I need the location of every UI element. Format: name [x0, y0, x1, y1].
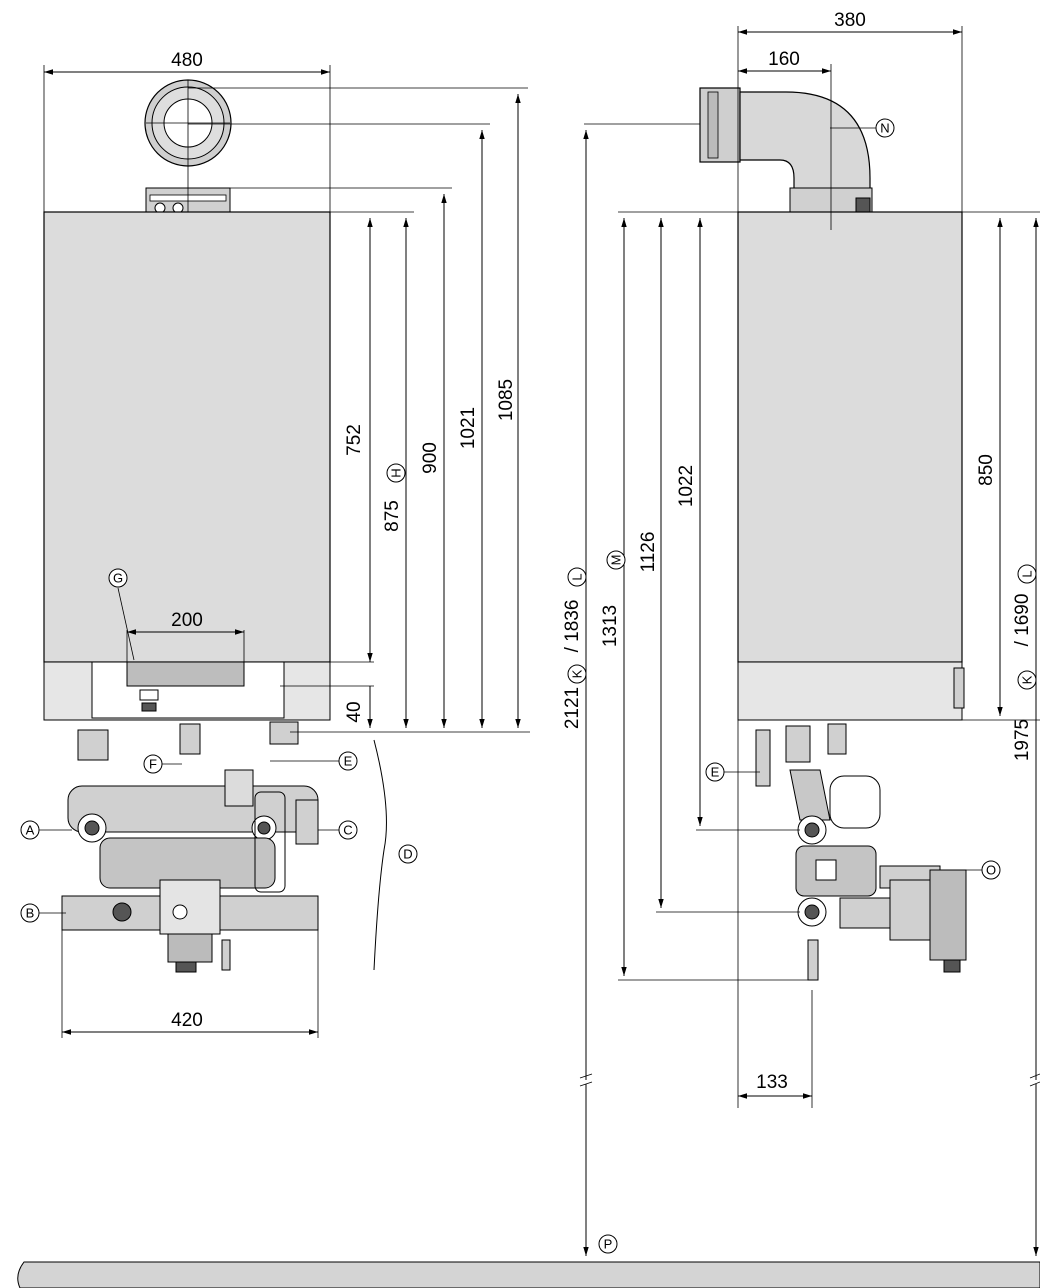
dim-1126: 1126 [638, 532, 659, 573]
flue-outlet-front [144, 79, 232, 214]
callout-g: G [108, 568, 135, 661]
boiler-casing-side [737, 211, 963, 663]
svg-text:G: G [113, 571, 123, 586]
svg-text:K: K [570, 669, 585, 678]
svg-text:N: N [880, 121, 889, 136]
dim-2121: 2121 [562, 687, 583, 729]
dim-1313: 1313 [600, 605, 621, 647]
dim-1022: 1022 [676, 465, 697, 507]
callout-h: H [386, 463, 406, 483]
dim-1975: 1975 [1012, 719, 1033, 761]
hydraulic-group-side [755, 723, 967, 981]
svg-text:O: O [986, 863, 996, 878]
callout-l-right: L [1017, 564, 1037, 584]
svg-text:L: L [1020, 570, 1035, 577]
callout-e-front: E [270, 751, 358, 771]
callout-p: P [598, 1234, 618, 1254]
svg-text:K: K [1020, 675, 1035, 684]
dim-1690: / 1690 [1012, 594, 1033, 647]
svg-text:P: P [604, 1237, 613, 1252]
dim-850: 850 [976, 454, 997, 486]
callout-f: F [143, 754, 182, 774]
svg-text:C: C [343, 823, 352, 838]
dim-200: 200 [171, 610, 203, 631]
svg-text:E: E [344, 754, 353, 769]
callout-o: O [950, 860, 1001, 880]
dim-875: 875 [382, 500, 403, 532]
display-panel [126, 661, 245, 687]
boiler-base-side [737, 661, 963, 721]
svg-text:E: E [711, 765, 720, 780]
dim-1021: 1021 [458, 407, 479, 449]
dim-420: 420 [171, 1010, 203, 1031]
side-view: 380 160 133 1022 1126 1313 850 2121 / 18… [562, 10, 1040, 1256]
dim-752: 752 [344, 424, 365, 456]
callout-k-right: K [1017, 670, 1037, 690]
svg-text:L: L [570, 573, 585, 580]
hydraulic-group-front [61, 721, 319, 973]
dim-900: 900 [420, 442, 441, 474]
dim-480: 480 [171, 50, 203, 71]
callout-e-side: E [705, 762, 760, 782]
dim-1836: / 1836 [562, 600, 583, 653]
callout-c: C [318, 820, 358, 840]
callout-m: M [606, 550, 626, 570]
svg-text:D: D [403, 847, 412, 862]
svg-text:M: M [609, 555, 624, 566]
flue-elbow-side [699, 87, 873, 213]
callout-k-left: K [567, 664, 587, 684]
dim-160: 160 [768, 49, 800, 70]
dim-40: 40 [344, 701, 365, 722]
svg-text:B: B [26, 906, 35, 921]
callout-a: A [20, 820, 72, 840]
callout-n: N [830, 118, 895, 138]
dim-133: 133 [756, 1072, 788, 1093]
floor [17, 1261, 1040, 1288]
front-view: 480 200 420 752 40 875 900 1021 1085 H G… [20, 50, 530, 1038]
callout-b: B [20, 903, 66, 923]
svg-text:H: H [389, 468, 404, 477]
svg-text:A: A [26, 823, 35, 838]
dim-1085: 1085 [496, 379, 517, 421]
callout-l-left: L [567, 567, 587, 587]
callout-d: D [373, 739, 418, 971]
dim-380: 380 [834, 10, 866, 31]
boiler-casing-front [43, 211, 331, 663]
svg-text:F: F [149, 757, 157, 772]
